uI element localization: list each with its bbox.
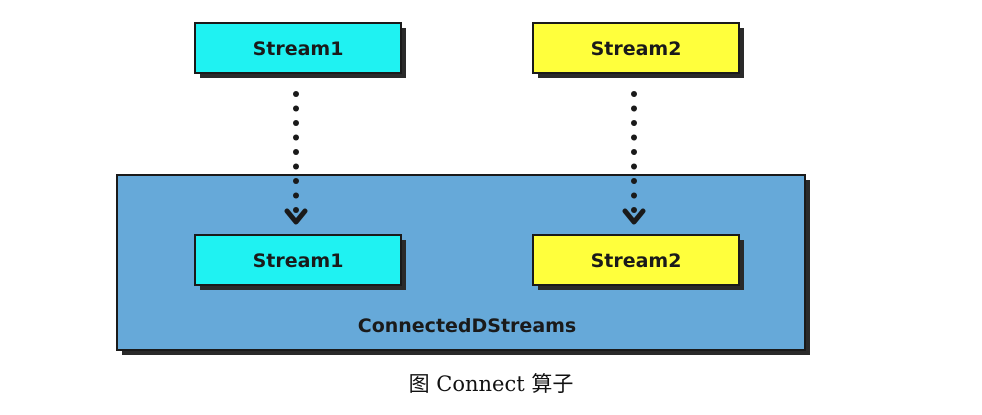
top-stream2-rect: [532, 22, 740, 74]
arrow-dot: [631, 149, 637, 155]
arrow-dot: [631, 207, 637, 213]
inner-stream1-rect: [194, 234, 402, 286]
arrow-head: [622, 208, 646, 225]
inner-stream2-rect: [532, 234, 740, 286]
arrow-dot: [293, 105, 299, 112]
top-stream1-label: Stream1: [253, 38, 344, 60]
connect-operator-diagram: ConnectedDStreams Stream1 Stream2 Stream…: [116, 22, 810, 355]
stream1-dotted-arrow: [284, 91, 308, 225]
arrow-dot: [293, 91, 299, 97]
arrow-dot: [631, 91, 637, 97]
arrow-dot: [631, 192, 637, 199]
arrow-dot: [293, 207, 299, 213]
arrow-dot: [631, 134, 637, 141]
arrow-head: [284, 208, 308, 225]
arrow-dot: [293, 134, 299, 141]
inner-stream1-label: Stream1: [253, 250, 344, 272]
arrow-dot: [631, 120, 637, 126]
inner-stream2-label: Stream2: [591, 250, 682, 272]
arrow-dot: [631, 105, 637, 112]
top-stream2-label: Stream2: [591, 38, 682, 60]
figure-caption: 图 Connect 算子: [408, 372, 574, 396]
arrow-dot: [631, 178, 637, 184]
inner-stream2-box: Stream2: [532, 234, 744, 290]
top-stream1-box: Stream1: [194, 22, 406, 78]
top-stream2-box: Stream2: [532, 22, 744, 78]
top-stream1-rect: [194, 22, 402, 74]
inner-stream1-box: Stream1: [194, 234, 406, 290]
arrow-dot: [631, 163, 637, 170]
arrow-dot: [293, 178, 299, 184]
stream2-dotted-arrow: [622, 91, 646, 225]
arrow-dot: [293, 120, 299, 126]
arrow-dot: [293, 149, 299, 155]
arrow-dot: [293, 192, 299, 199]
container-label: ConnectedDStreams: [358, 315, 577, 337]
arrow-dot: [293, 163, 299, 170]
